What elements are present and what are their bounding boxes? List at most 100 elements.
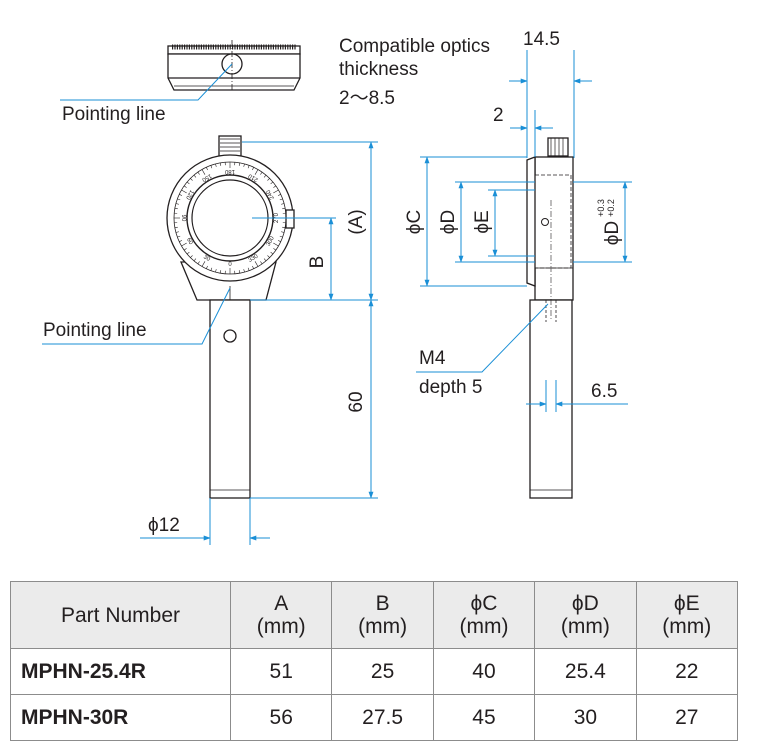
dial-tick <box>279 198 283 201</box>
header-label: ϕC <box>470 592 498 615</box>
cell-D: 25.4 <box>534 648 637 695</box>
dial-scale-label: 60 <box>185 237 194 246</box>
dial-tick <box>181 242 187 247</box>
dial-tick <box>206 167 208 171</box>
dial-tick <box>206 265 208 269</box>
dial-tick <box>201 261 206 267</box>
table-row: MPHN-25.4R 51 25 40 25.4 22 <box>10 648 739 695</box>
label-depth: depth 5 <box>419 377 482 398</box>
dial-tick <box>281 203 285 205</box>
dim-phiC: ϕC <box>404 210 425 234</box>
header-label: ϕE <box>673 592 700 615</box>
dial-tick <box>282 207 286 210</box>
front-dimension-lines <box>140 141 378 545</box>
dim-2: 2 <box>493 105 504 126</box>
header-part-number: Part Number <box>10 581 231 649</box>
header-unit: (mm) <box>560 615 610 638</box>
side-flange <box>526 156 536 287</box>
label-m4: M4 <box>419 348 446 369</box>
table-header-row: Part Number A(mm) B(mm) ϕC(mm) ϕD(mm) ϕE… <box>10 581 739 649</box>
dial-tick <box>252 167 254 171</box>
dial-scale-label: 330 <box>248 253 260 264</box>
dial-tick <box>273 189 279 194</box>
dial-tick <box>243 163 245 167</box>
side-post <box>529 299 573 499</box>
top-view <box>167 40 301 92</box>
dial-tick <box>219 270 222 274</box>
header-E: ϕE(mm) <box>635 581 739 649</box>
header-D: ϕD(mm) <box>534 581 637 649</box>
dial-tick <box>252 265 254 269</box>
dial-tick <box>193 258 197 262</box>
dial-tick <box>243 269 245 273</box>
dial-tick <box>263 258 267 262</box>
dial-scale-label: 150 <box>200 172 212 183</box>
dial-tick <box>177 235 181 238</box>
dial-tick <box>183 185 187 188</box>
dial-tick <box>254 261 259 267</box>
header-C: ϕC(mm) <box>432 581 536 649</box>
dial-tick <box>267 178 270 181</box>
dial-tick <box>260 261 263 265</box>
side-dimension-lines <box>416 50 632 412</box>
dim-A: (A) <box>346 209 367 234</box>
cell-E: 22 <box>635 648 739 695</box>
dial-tick <box>175 203 179 205</box>
header-label: A <box>274 592 289 615</box>
cell-B: 27.5 <box>331 694 434 741</box>
cell-A: 51 <box>229 648 333 695</box>
header-unit: (mm) <box>256 615 306 638</box>
dial-tick <box>183 248 187 251</box>
side-screw <box>285 209 295 229</box>
dial-scale-label: 30 <box>202 254 211 263</box>
dial-tick <box>270 251 274 255</box>
dial-tick <box>254 169 259 175</box>
dial-scale <box>174 162 286 274</box>
tol-upper: +0.3 <box>596 199 606 217</box>
dial-tick <box>273 248 277 251</box>
tol-lower: +0.2 <box>606 199 616 217</box>
dial-tick <box>174 207 178 210</box>
header-unit: (mm) <box>662 615 712 638</box>
dim-phiE: ϕE <box>472 210 493 233</box>
dial-tick <box>277 194 281 196</box>
dial-tick <box>279 235 283 238</box>
dial-tick <box>282 226 286 229</box>
dial-tick <box>219 162 222 166</box>
label-pointing-line-front: Pointing line <box>43 320 147 341</box>
cell-D: 30 <box>534 694 637 741</box>
leader-top-pointing-line <box>60 63 233 101</box>
header-unit: (mm) <box>459 615 509 638</box>
dial-tick <box>263 174 267 178</box>
dial-scale-label: 90 <box>180 215 186 222</box>
dial-tick <box>270 181 274 185</box>
cell-A: 56 <box>229 694 333 741</box>
side-view <box>526 137 574 499</box>
dial-tick <box>260 171 263 175</box>
dim-14-5: 14.5 <box>523 29 560 50</box>
dial-scale-label: 180 <box>224 168 235 174</box>
label-pointing-line-top: Pointing line <box>62 104 166 125</box>
dial-tick <box>177 198 181 201</box>
dial-tick <box>197 261 200 265</box>
table-row: MPHN-30R 56 27.5 45 30 27 <box>10 694 739 741</box>
dial-tick <box>186 251 190 255</box>
spec-table: Part Number A(mm) B(mm) ϕC(mm) ϕD(mm) ϕE… <box>10 581 739 741</box>
dial-tick <box>267 255 270 258</box>
header-A: A(mm) <box>229 581 333 649</box>
dial-tick <box>186 181 190 185</box>
dial-tick <box>179 194 183 196</box>
cell-C: 40 <box>432 648 536 695</box>
front-view <box>166 135 295 499</box>
header-label: ϕD <box>571 592 599 615</box>
dial-scale-label: 240 <box>265 188 276 200</box>
dial-tick <box>281 231 285 233</box>
dial-tick <box>277 240 281 242</box>
dial-tick <box>210 267 213 271</box>
dial-tick <box>238 270 241 274</box>
dial-scale-label: 0 <box>228 262 232 268</box>
header-label: B <box>375 592 390 615</box>
dial-tick <box>193 174 197 178</box>
dim-phi12: ϕ12 <box>148 515 180 536</box>
